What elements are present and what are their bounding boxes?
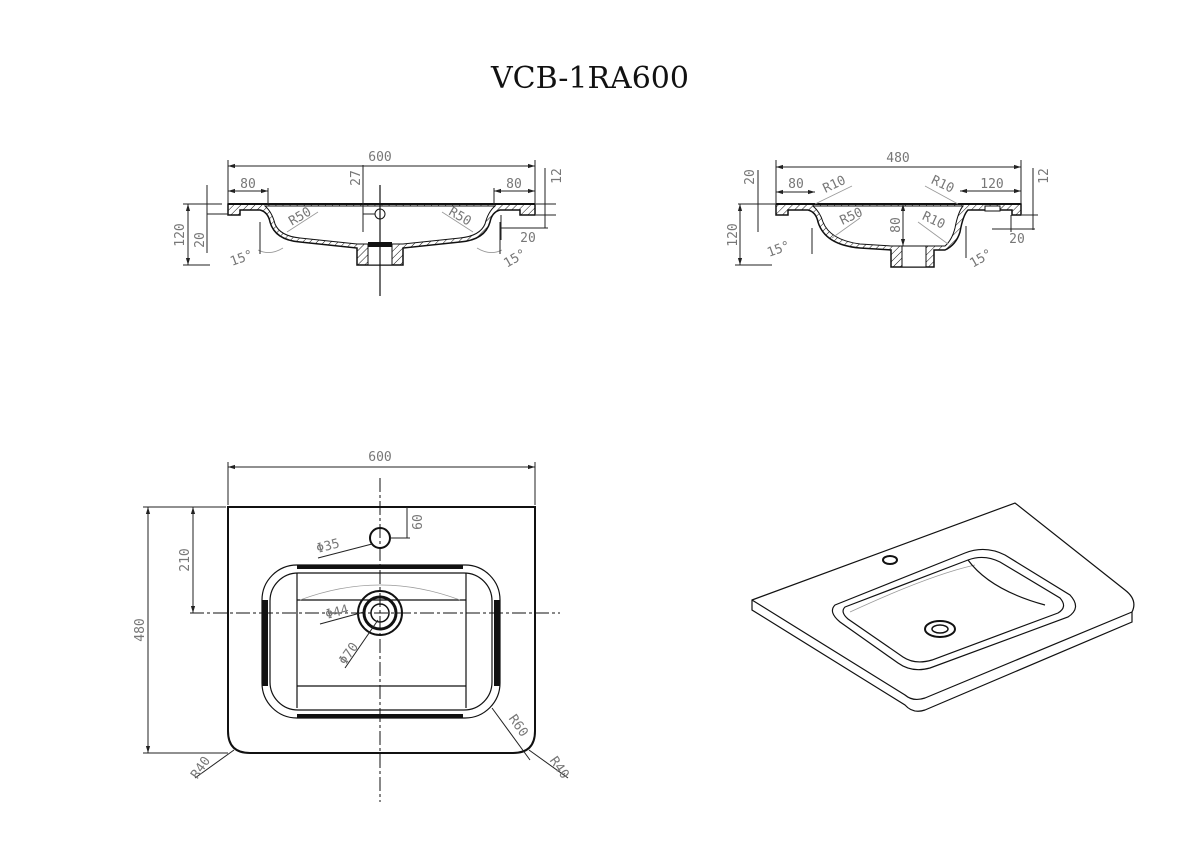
dim-width: 600 — [368, 450, 391, 465]
angle-left: 15° — [228, 248, 255, 270]
front-section-view: 600 80 80 27 12 120 20 20 R50 R50 15° 15… — [173, 150, 565, 296]
dim-right-ledge: 80 — [506, 177, 522, 192]
dim-tap-offset: 60 — [411, 514, 426, 530]
radius-top-left: R10 — [821, 173, 849, 197]
tap-hole-diameter: Φ35 — [315, 536, 342, 557]
dim-hole-offset: 27 — [349, 170, 364, 186]
corner-radius-left: R40 — [188, 754, 214, 782]
dim-width: 600 — [368, 150, 391, 165]
dim-height: 120 — [726, 223, 741, 246]
dim-right-ledge: 120 — [980, 177, 1003, 192]
drain-inner-diameter: Φ44 — [324, 602, 351, 623]
dim-lip-left: 20 — [743, 169, 758, 185]
dim-rim: 12 — [1037, 168, 1052, 184]
dim-lip: 20 — [193, 232, 208, 248]
angle-left: 15° — [765, 239, 792, 261]
drawing-title: VCB-1RA600 — [490, 61, 689, 96]
angle-right: 15° — [501, 247, 529, 272]
dim-left-ledge: 80 — [788, 177, 804, 192]
dim-depth: 480 — [133, 618, 148, 641]
dim-lip-right: 20 — [520, 231, 536, 246]
dim-bowl-depth: 80 — [889, 217, 904, 233]
angle-right: 15° — [967, 247, 995, 272]
dim-lip-right: 20 — [1009, 232, 1025, 247]
dim-depth: 480 — [886, 151, 909, 166]
radius-top-right: R10 — [929, 173, 957, 197]
drain-outer-diameter: Φ70 — [336, 640, 362, 668]
plan-view: 600 480 210 Φ35 60 Φ44 Φ70 R60 R40 R40 — [133, 450, 572, 802]
dim-left-ledge: 80 — [240, 177, 256, 192]
side-section-view: 480 20 80 R10 R10 120 12 120 R50 80 R10 … — [726, 151, 1052, 271]
dim-bowl-offset: 210 — [178, 548, 193, 571]
dim-height: 120 — [173, 223, 188, 246]
perspective-view — [751, 502, 1135, 712]
dim-rim: 12 — [550, 168, 565, 184]
bowl-radius: R60 — [505, 712, 531, 740]
